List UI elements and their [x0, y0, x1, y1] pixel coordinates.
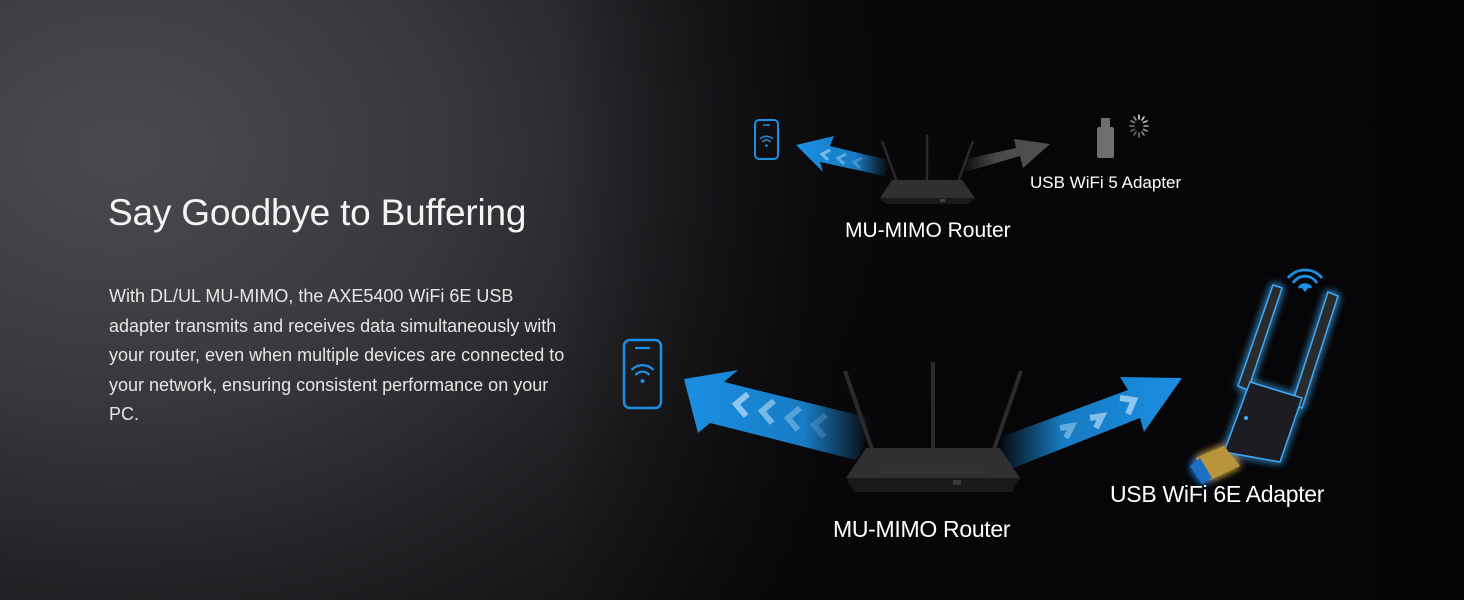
- usb-wifi5-stick-icon: [1097, 118, 1114, 158]
- bottom-router-label: MU-MIMO Router: [833, 516, 1011, 542]
- usb-wifi5-adapter-label: USB WiFi 5 Adapter: [1030, 173, 1182, 192]
- top-gray-arrow: [962, 139, 1050, 172]
- top-router-label: MU-MIMO Router: [845, 219, 1011, 242]
- bottom-phone-icon: [622, 338, 663, 410]
- loading-spinner-icon: [1129, 114, 1149, 138]
- bottom-left-blue-arrow: [684, 370, 870, 460]
- top-router-image: [880, 135, 975, 204]
- bottom-right-blue-arrow: [998, 377, 1182, 470]
- usb-wifi6e-adapter-image: [1190, 284, 1339, 484]
- description-paragraph: With DL/UL MU-MIMO, the AXE5400 WiFi 6E …: [109, 286, 565, 424]
- wifi-signal-icon: [1286, 268, 1324, 292]
- background-shade: [560, 0, 1464, 600]
- usb-wifi6e-adapter-label: USB WiFi 6E Adapter: [1110, 481, 1325, 507]
- top-phone-icon: [754, 119, 779, 160]
- page-title: Say Goodbye to Buffering: [108, 192, 527, 233]
- top-blue-arrow: [796, 136, 888, 176]
- bottom-router-image: [843, 362, 1023, 492]
